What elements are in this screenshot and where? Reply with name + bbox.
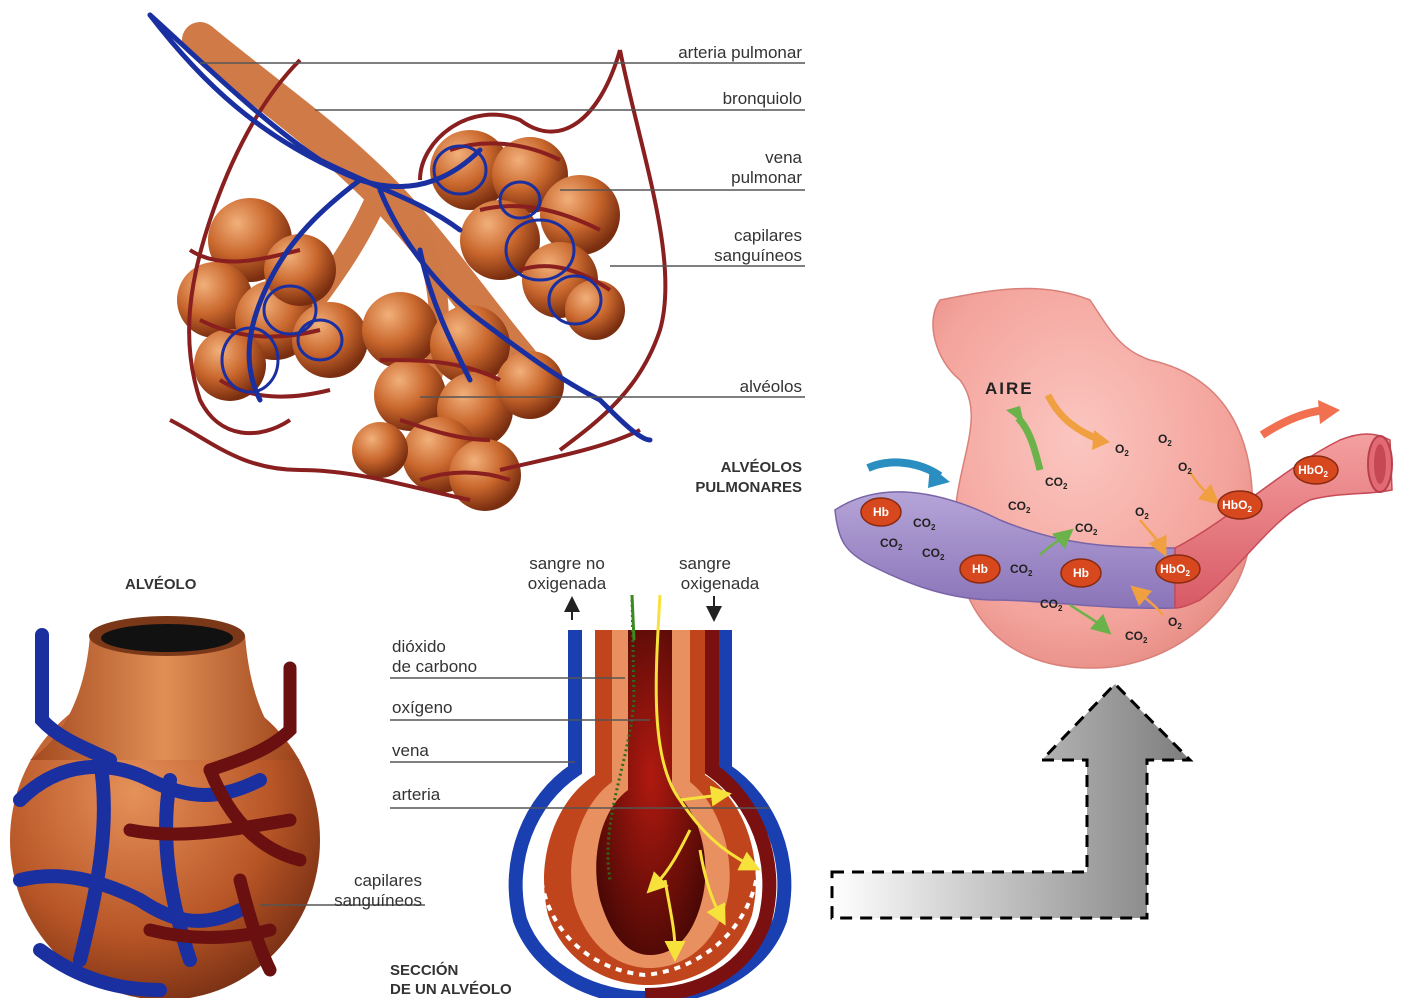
label-arteria: arteria — [392, 785, 441, 804]
label-capilares-line2: sanguíneos — [714, 246, 802, 265]
rbc-hb-1: Hb — [861, 498, 901, 526]
alveolus-sac — [933, 288, 1252, 668]
label-sangre-ox-line1: sangre — [679, 554, 731, 573]
alveolo-title: ALVÉOLO — [125, 576, 197, 593]
label-sangre-no-line2: oxigenada — [528, 574, 607, 593]
alveolo-section-illustration: sangre no oxigenada sangre oxigenada dió… — [390, 554, 784, 998]
label-sangre-no-line1: sangre no — [529, 554, 605, 573]
caption-alveolos: ALVÉOLOS — [721, 459, 802, 476]
caption-pulmonares: PULMONARES — [695, 479, 802, 496]
label-aire: AIRE — [985, 379, 1034, 398]
caption-seccion: SECCIÓN — [390, 961, 458, 979]
connector-big-arrow — [832, 684, 1190, 918]
alveolo-exterior-illustration: ALVÉOLO capilares sanguíneos — [10, 576, 425, 998]
rbc-hbo2-2: HbO2 — [1218, 491, 1262, 519]
alveolo-capilares-line1: capilares — [354, 871, 422, 890]
rbc-hb-3: Hb — [1061, 559, 1101, 587]
label-vena-line2: pulmonar — [731, 168, 802, 187]
caption-de-un-alveolo: DE UN ALVÉOLO — [390, 981, 512, 998]
rbc-hbo2-1: HbO2 — [1156, 555, 1200, 583]
rbc-hb-2: Hb — [960, 555, 1000, 583]
rbc-hbo2-3: HbO2 — [1294, 456, 1338, 484]
label-arteria-pulmonar: arteria pulmonar — [678, 43, 802, 62]
label-bronquiolo: bronquiolo — [723, 89, 802, 108]
label-vena: vena — [392, 741, 429, 760]
label-sangre-ox-line2: oxigenada — [681, 574, 760, 593]
svg-text:Hb: Hb — [873, 505, 889, 519]
svg-text:Hb: Hb — [972, 562, 988, 576]
label-dioxido-line1: dióxido — [392, 637, 446, 656]
label-oxigeno: oxígeno — [392, 698, 453, 717]
blood-inflow-arrow — [868, 462, 940, 476]
label-capilares-line1: capilares — [734, 226, 802, 245]
svg-text:Hb: Hb — [1073, 566, 1089, 580]
alveolo-capilares-line2: sanguíneos — [334, 891, 422, 910]
alveolos-pulmonares-illustration: arteria pulmonar bronquiolo vena pulmona… — [150, 15, 805, 511]
label-vena-line1: vena — [765, 148, 802, 167]
label-alveolos: alvéolos — [740, 377, 802, 396]
label-dioxido-line2: de carbono — [392, 657, 477, 676]
blood-outflow-arrow — [1262, 410, 1325, 435]
gas-exchange-diagram: AIRE Hb Hb Hb HbO2 HbO2 — [835, 288, 1392, 668]
